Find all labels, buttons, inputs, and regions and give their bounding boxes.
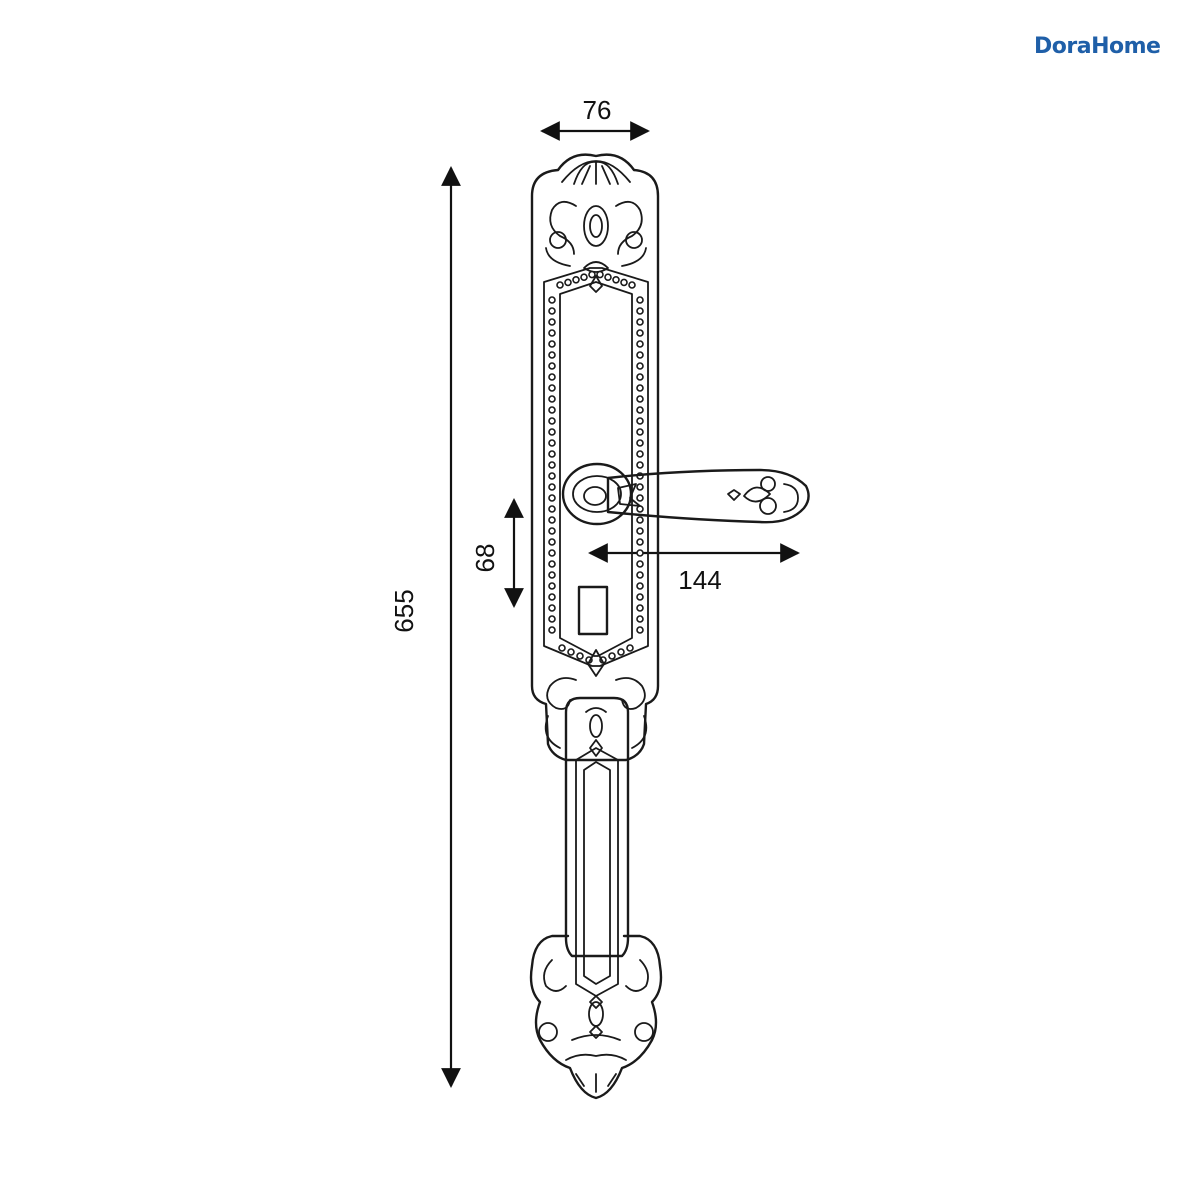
bead	[548, 538, 556, 546]
bead	[548, 626, 556, 634]
bead	[588, 270, 596, 279]
bead	[580, 273, 588, 282]
brand-logo: DoraHome	[1034, 34, 1161, 59]
bead	[548, 340, 556, 348]
bead	[636, 406, 644, 414]
bead	[636, 450, 644, 458]
bead	[548, 439, 556, 447]
bead	[558, 644, 566, 652]
bead	[576, 652, 584, 660]
lever-handle	[561, 462, 810, 526]
bead	[548, 472, 556, 480]
bottom-base-plate	[529, 934, 663, 1100]
bead	[636, 494, 644, 502]
bead	[636, 626, 644, 634]
bead	[636, 527, 644, 535]
dimension-height: 655	[389, 166, 461, 1088]
bead	[548, 483, 556, 491]
bead	[548, 296, 556, 304]
bead	[608, 652, 616, 660]
bead	[636, 351, 644, 359]
bead	[636, 593, 644, 601]
bead	[636, 615, 644, 623]
dimension-handle-length: 144	[588, 543, 800, 595]
bead	[604, 273, 612, 282]
bead	[548, 351, 556, 359]
bead	[548, 428, 556, 436]
bead	[636, 340, 644, 348]
bead	[548, 516, 556, 524]
bead	[628, 281, 636, 289]
bead	[548, 307, 556, 315]
bead	[636, 604, 644, 612]
bead	[617, 648, 625, 656]
dimension-handle-center: 68	[470, 498, 524, 608]
bead	[567, 648, 575, 656]
bead	[548, 582, 556, 590]
bead	[548, 571, 556, 579]
bead	[612, 275, 620, 284]
bead	[636, 516, 644, 524]
bead	[572, 275, 580, 284]
bead	[636, 483, 644, 491]
bead	[548, 461, 556, 469]
bead	[548, 395, 556, 403]
bead	[636, 362, 644, 370]
bead	[636, 582, 644, 590]
beaded-frame-inner	[559, 281, 633, 657]
top-crest-ornament	[545, 160, 647, 293]
bead	[620, 278, 628, 287]
bead	[548, 329, 556, 337]
bead	[548, 450, 556, 458]
bead	[548, 527, 556, 535]
bead	[636, 461, 644, 469]
bead	[564, 278, 572, 287]
bead	[548, 593, 556, 601]
width-label: 76	[583, 95, 612, 125]
bead	[636, 384, 644, 392]
grip-inner-panel	[575, 747, 619, 997]
bead	[556, 281, 564, 289]
bead	[636, 560, 644, 568]
bead	[636, 318, 644, 326]
bead	[548, 494, 556, 502]
bead	[636, 395, 644, 403]
bead	[626, 644, 634, 652]
bead	[548, 417, 556, 425]
bead	[548, 384, 556, 392]
bead	[636, 373, 644, 381]
bead	[636, 549, 644, 557]
bead-border	[548, 270, 644, 664]
handle-length-label: 144	[678, 565, 721, 595]
bead	[548, 373, 556, 381]
cylinder-slot	[577, 585, 609, 636]
bead	[548, 362, 556, 370]
bead	[596, 270, 604, 279]
pull-grip	[564, 696, 630, 997]
bead	[636, 296, 644, 304]
bead	[636, 571, 644, 579]
bead	[548, 549, 556, 557]
center-label: 68	[470, 544, 500, 573]
bead	[636, 538, 644, 546]
bead	[548, 560, 556, 568]
bead	[548, 505, 556, 513]
bead	[636, 417, 644, 425]
height-label: 655	[389, 589, 419, 632]
bead	[636, 439, 644, 447]
bead	[548, 406, 556, 414]
dimension-width: 76	[540, 95, 650, 141]
bead	[636, 307, 644, 315]
bead	[548, 318, 556, 326]
bead	[636, 329, 644, 337]
bead	[548, 615, 556, 623]
beaded-frame-outer	[543, 267, 649, 667]
bead	[548, 604, 556, 612]
bead	[636, 428, 644, 436]
upper-backplate	[530, 153, 660, 762]
